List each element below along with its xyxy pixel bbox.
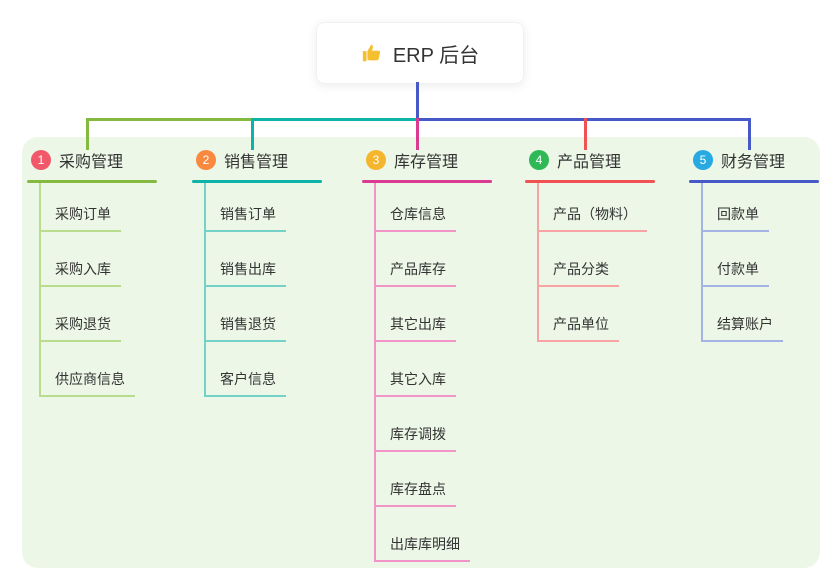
mindmap-node-label: 供应商信息 bbox=[39, 369, 135, 397]
drop-branch-3 bbox=[416, 118, 419, 150]
branch-5: 5 财务管理回款单付款单结算账户 bbox=[689, 148, 819, 348]
thumbs-up-icon bbox=[361, 42, 383, 64]
root-connector-vertical bbox=[416, 82, 419, 121]
mindmap-node[interactable]: 付款单 bbox=[689, 238, 819, 293]
mindmap-node[interactable]: 销售出库 bbox=[192, 238, 322, 293]
mindmap-node[interactable]: 产品单位 bbox=[525, 293, 655, 348]
branch-node[interactable]: 2 销售管理 bbox=[192, 148, 322, 180]
branch-vertical-connector bbox=[204, 183, 206, 397]
branch-sub-list: 回款单付款单结算账户 bbox=[689, 183, 819, 348]
branch-2: 2 销售管理销售订单销售出库销售退货客户信息 bbox=[192, 148, 322, 403]
mindmap-node[interactable]: 库存调拨 bbox=[362, 403, 492, 458]
mindmap-node-label: 库存调拨 bbox=[374, 424, 456, 452]
mindmap-node[interactable]: 出库库明细 bbox=[362, 513, 492, 568]
branch-node[interactable]: 3 库存管理 bbox=[362, 148, 492, 180]
branch-vertical-connector bbox=[537, 183, 539, 342]
mindmap-node[interactable]: 产品（物料） bbox=[525, 183, 655, 238]
bus-segment-3 bbox=[416, 118, 751, 121]
mindmap-node-label: 采购退货 bbox=[39, 314, 121, 342]
mindmap-node[interactable]: 销售退货 bbox=[192, 293, 322, 348]
mindmap-node-label: 采购入库 bbox=[39, 259, 121, 287]
branch-sub-list: 仓库信息产品库存其它出库其它入库库存调拨库存盘点出库库明细 bbox=[362, 183, 492, 568]
mindmap-node-label: 仓库信息 bbox=[374, 204, 456, 232]
mindmap-node[interactable]: 采购订单 bbox=[27, 183, 157, 238]
mindmap-node[interactable]: 采购退货 bbox=[27, 293, 157, 348]
mindmap-node-label: 结算账户 bbox=[701, 314, 783, 342]
branch-number-badge: 4 bbox=[529, 150, 549, 170]
branch-number-badge: 1 bbox=[31, 150, 51, 170]
branch-3: 3 库存管理仓库信息产品库存其它出库其它入库库存调拨库存盘点出库库明细 bbox=[362, 148, 492, 568]
branch-node[interactable]: 1 采购管理 bbox=[27, 148, 157, 180]
bus-segment-2 bbox=[251, 118, 419, 121]
mindmap-node[interactable]: 产品分类 bbox=[525, 238, 655, 293]
branch-1: 1 采购管理采购订单采购入库采购退货供应商信息 bbox=[27, 148, 157, 403]
mindmap-node-label: 其它入库 bbox=[374, 369, 456, 397]
branches-panel bbox=[22, 137, 820, 568]
mindmap-node[interactable]: 回款单 bbox=[689, 183, 819, 238]
mindmap-node-label: 采购订单 bbox=[39, 204, 121, 232]
mindmap-node-label: 出库库明细 bbox=[374, 534, 470, 562]
mindmap-node[interactable]: 产品库存 bbox=[362, 238, 492, 293]
branch-label: 财务管理 bbox=[721, 154, 786, 171]
branch-number-badge: 5 bbox=[693, 150, 713, 170]
mindmap-node-label: 客户信息 bbox=[204, 369, 286, 397]
branch-4: 4 产品管理产品（物料） 产品分类产品单位 bbox=[525, 148, 655, 348]
branch-underline bbox=[27, 180, 157, 183]
branch-node[interactable]: 4 产品管理 bbox=[525, 148, 655, 180]
mindmap-node[interactable]: 销售订单 bbox=[192, 183, 322, 238]
mindmap-node-label: 产品单位 bbox=[537, 314, 619, 342]
branch-sub-list: 产品（物料） 产品分类产品单位 bbox=[525, 183, 655, 348]
branch-vertical-connector bbox=[374, 183, 376, 562]
branch-label: 采购管理 bbox=[59, 154, 124, 171]
mindmap-node-label: 销售退货 bbox=[204, 314, 286, 342]
mindmap-node[interactable]: 仓库信息 bbox=[362, 183, 492, 238]
mindmap-node-label: 回款单 bbox=[701, 204, 769, 232]
mindmap-node-label: 产品（物料） bbox=[537, 204, 647, 232]
mindmap-node[interactable]: 其它入库 bbox=[362, 348, 492, 403]
branch-vertical-connector bbox=[39, 183, 41, 397]
mindmap-node[interactable]: 采购入库 bbox=[27, 238, 157, 293]
branch-number-badge: 3 bbox=[366, 150, 386, 170]
mindmap-node-label: 其它出库 bbox=[374, 314, 456, 342]
mindmap-node[interactable]: 其它出库 bbox=[362, 293, 492, 348]
bus-segment-1 bbox=[86, 118, 254, 121]
branch-vertical-connector bbox=[701, 183, 703, 342]
drop-branch-2 bbox=[251, 118, 254, 150]
mindmap-node-label: 库存盘点 bbox=[374, 479, 456, 507]
branch-underline bbox=[362, 180, 492, 183]
branch-number-badge: 2 bbox=[196, 150, 216, 170]
mindmap-node[interactable]: 库存盘点 bbox=[362, 458, 492, 513]
branch-underline bbox=[192, 180, 322, 183]
branch-underline bbox=[689, 180, 819, 183]
branch-label: 库存管理 bbox=[394, 154, 459, 171]
branch-underline bbox=[525, 180, 655, 183]
mindmap-node-label: 产品分类 bbox=[537, 259, 619, 287]
branch-label: 产品管理 bbox=[557, 154, 622, 171]
mindmap-node-label: 付款单 bbox=[701, 259, 769, 287]
mindmap-node[interactable]: 结算账户 bbox=[689, 293, 819, 348]
root-label: ERP 后台 bbox=[392, 44, 480, 67]
branch-sub-list: 采购订单采购入库采购退货供应商信息 bbox=[27, 183, 157, 403]
mindmap-node[interactable]: 客户信息 bbox=[192, 348, 322, 403]
root-node[interactable]: ERP 后台 bbox=[316, 22, 524, 84]
drop-branch-4 bbox=[584, 118, 587, 150]
branch-node[interactable]: 5 财务管理 bbox=[689, 148, 819, 180]
branch-sub-list: 销售订单销售出库销售退货客户信息 bbox=[192, 183, 322, 403]
mindmap-node-label: 销售订单 bbox=[204, 204, 286, 232]
drop-branch-5 bbox=[748, 118, 751, 150]
mindmap-node-label: 销售出库 bbox=[204, 259, 286, 287]
mindmap-node-label: 产品库存 bbox=[374, 259, 456, 287]
drop-branch-1 bbox=[86, 118, 89, 150]
mindmap-node[interactable]: 供应商信息 bbox=[27, 348, 157, 403]
branch-label: 销售管理 bbox=[224, 154, 289, 171]
